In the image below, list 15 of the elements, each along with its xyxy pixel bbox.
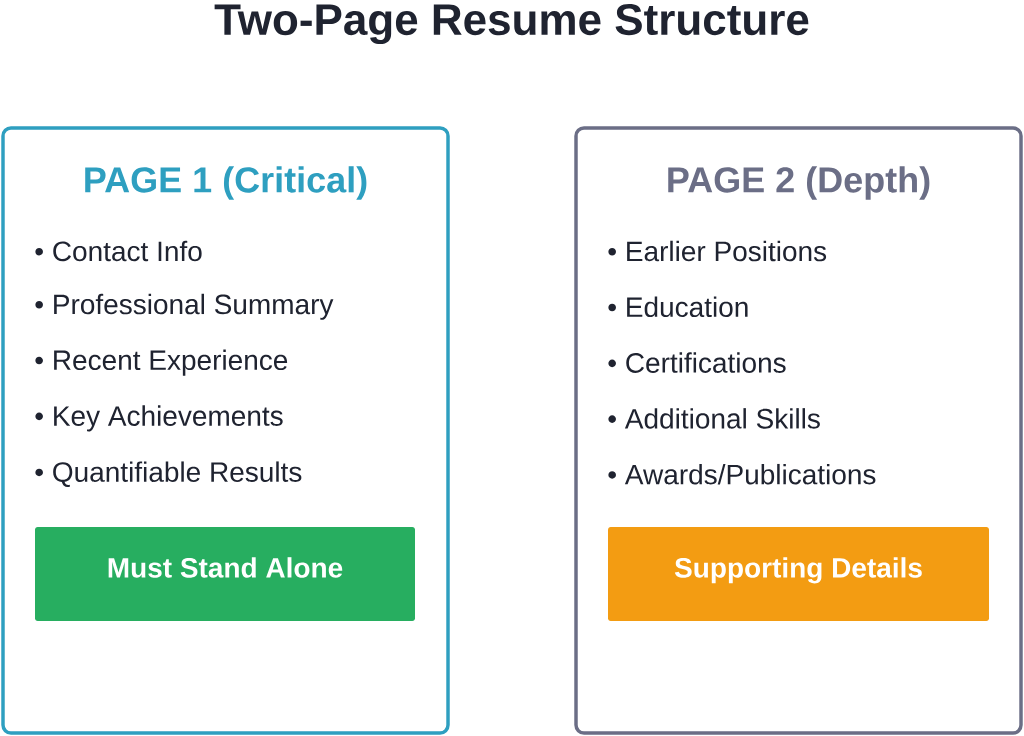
bullet-item: • Awards/Publications xyxy=(608,463,876,485)
label-bar: Must Stand Alone xyxy=(35,527,415,621)
label-bar: Supporting Details xyxy=(608,527,989,621)
title: Two-Page Resume Structure xyxy=(214,4,809,45)
bullet-item: • Quantifiable Results xyxy=(35,461,302,487)
bullet-item: • Recent Experience xyxy=(35,349,288,376)
bullet-item: • Earlier Positions xyxy=(608,240,827,262)
bullet-item: • Key Achievements xyxy=(35,405,283,432)
bullet-item: • Additional Skills xyxy=(608,408,820,429)
bullet-item: • Education xyxy=(608,296,748,318)
bullet-item: • Professional Summary xyxy=(35,293,334,320)
bullet-item: • Certifications xyxy=(608,352,786,373)
panel-heading: PAGE 2 (Depth) xyxy=(668,166,930,200)
panel-heading: PAGE 1 (Critical) xyxy=(85,166,367,200)
bullet-item: • Contact Info xyxy=(35,240,202,262)
